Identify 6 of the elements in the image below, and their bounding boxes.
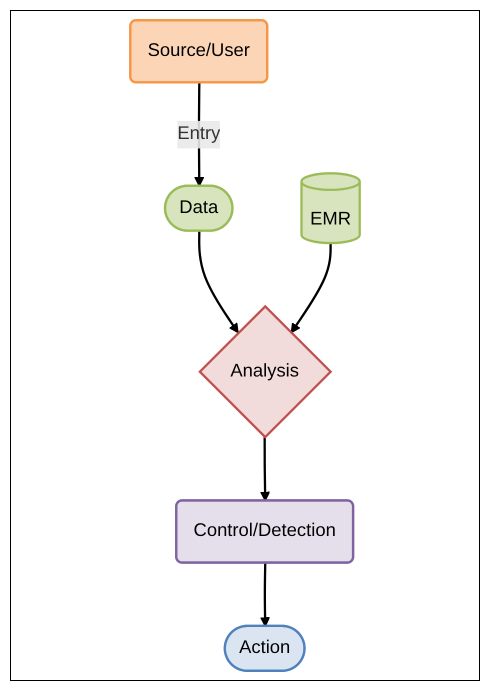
node-diamond: Analysis <box>198 304 332 439</box>
edge-label: Entry <box>177 124 220 144</box>
arrow <box>260 437 270 502</box>
arrow <box>198 231 239 334</box>
arrow <box>290 243 332 334</box>
arrow <box>260 563 270 627</box>
